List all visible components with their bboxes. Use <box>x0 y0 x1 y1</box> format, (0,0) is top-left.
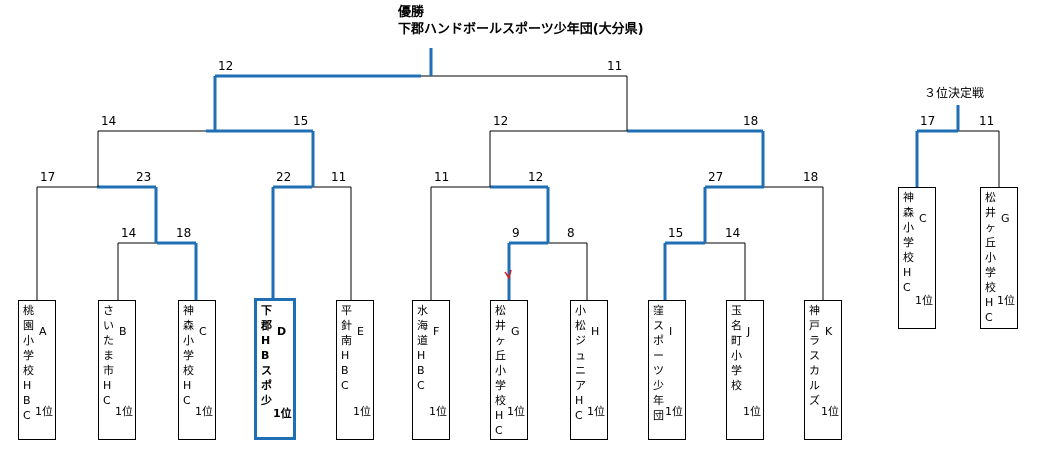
match-score-left: 14 <box>121 226 136 240</box>
team-group-code: I <box>669 325 673 338</box>
team-name: 神森小学校HC <box>183 304 194 407</box>
match-score-left: 14 <box>101 114 116 128</box>
match-score-left: 22 <box>276 170 291 184</box>
team-name: 松井ヶ丘小学校HC <box>495 304 506 437</box>
team-rank: 1位 <box>35 405 53 418</box>
team-name: 神戸ラスカルズ <box>809 304 820 407</box>
match-score-right: 8 <box>567 226 575 240</box>
match-score-left: 27 <box>708 170 723 184</box>
match-score-left: 17 <box>920 114 935 128</box>
team-group-code: H <box>591 325 600 338</box>
team-group-code: J <box>747 325 751 338</box>
match-score-left: 9 <box>512 226 520 240</box>
champion-label: 優勝 <box>398 5 425 20</box>
red-mark <box>504 269 512 280</box>
team-rank: 1位 <box>997 294 1015 307</box>
team-name: さいたま市HC <box>103 304 114 407</box>
team-rank: 1位 <box>273 407 292 420</box>
team-rank: 1位 <box>195 405 213 418</box>
team-box: 神戸ラスカルズ K 1位 <box>804 300 842 440</box>
team-box: 平針南HBC E 1位 <box>336 300 374 440</box>
team-name: 水海道HBC <box>417 304 428 392</box>
team-rank: 1位 <box>915 294 933 307</box>
team-name: 松井ヶ丘小学校HC <box>985 191 996 324</box>
team-box: 桃園小学校HBC A 1位 <box>18 300 56 440</box>
team-name: 窪スポーツ少年団 <box>653 304 664 422</box>
team-box: 窪スポーツ少年団 I 1位 <box>648 300 686 440</box>
team-group-code: E <box>357 325 364 338</box>
team-name: 小松ジュニアHC <box>575 304 586 422</box>
team-box: 神森小学校HC C 1位 <box>898 187 936 329</box>
team-rank: 1位 <box>429 405 447 418</box>
team-rank: 1位 <box>587 405 605 418</box>
team-rank: 1位 <box>353 405 371 418</box>
match-score-right: 11 <box>331 170 346 184</box>
team-group-code: C <box>919 212 927 225</box>
match-score-right: 14 <box>725 226 740 240</box>
team-box: 小松ジュニアHC H 1位 <box>570 300 608 440</box>
match-score-left: 12 <box>218 59 233 73</box>
team-box: 松井ヶ丘小学校HC G 1位 <box>980 187 1018 329</box>
champion-team-name: 下郡ハンドボールスポーツ少年団(大分県) <box>398 22 644 37</box>
team-name: 玉名町小学校 <box>731 304 742 392</box>
match-score-right: 15 <box>293 114 308 128</box>
match-score-right: 11 <box>607 59 622 73</box>
team-name: 下郡HBスポ少 <box>261 304 272 407</box>
team-group-code: B <box>119 325 127 338</box>
match-score-right: 11 <box>979 114 994 128</box>
team-name: 桃園小学校HBC <box>23 304 34 422</box>
team-group-code: D <box>277 325 287 338</box>
match-score-right: 12 <box>528 170 543 184</box>
match-score-left: 17 <box>40 170 55 184</box>
team-group-code: K <box>825 325 833 338</box>
match-score-left: 12 <box>493 114 508 128</box>
team-group-code: G <box>1001 212 1010 225</box>
team-name: 神森小学校HC <box>903 191 914 294</box>
team-rank: 1位 <box>665 405 683 418</box>
team-rank: 1位 <box>821 405 839 418</box>
team-rank: 1位 <box>507 405 525 418</box>
team-group-code: F <box>433 325 440 338</box>
match-score-left: 15 <box>668 226 683 240</box>
match-score-left: 11 <box>434 170 449 184</box>
team-box: 神森小学校HC C 1位 <box>178 300 216 440</box>
team-name: 平針南HBC <box>341 304 352 392</box>
team-rank: 1位 <box>743 405 761 418</box>
team-group-code: G <box>511 325 520 338</box>
team-group-code: C <box>199 325 207 338</box>
team-box: 下郡HBスポ少 D 1位 <box>254 298 296 440</box>
team-box: 水海道HBC F 1位 <box>412 300 450 440</box>
team-box: 玉名町小学校 J 1位 <box>726 300 764 440</box>
team-group-code: A <box>39 325 47 338</box>
match-score-right: 23 <box>136 170 151 184</box>
team-box: 松井ヶ丘小学校HC G 1位 <box>490 300 528 440</box>
match-score-right: 18 <box>743 114 758 128</box>
team-rank: 1位 <box>115 405 133 418</box>
third-place-title: ３位決定戦 <box>924 86 985 100</box>
match-score-right: 18 <box>176 226 191 240</box>
team-box: さいたま市HC B 1位 <box>98 300 136 440</box>
match-score-right: 18 <box>803 170 818 184</box>
